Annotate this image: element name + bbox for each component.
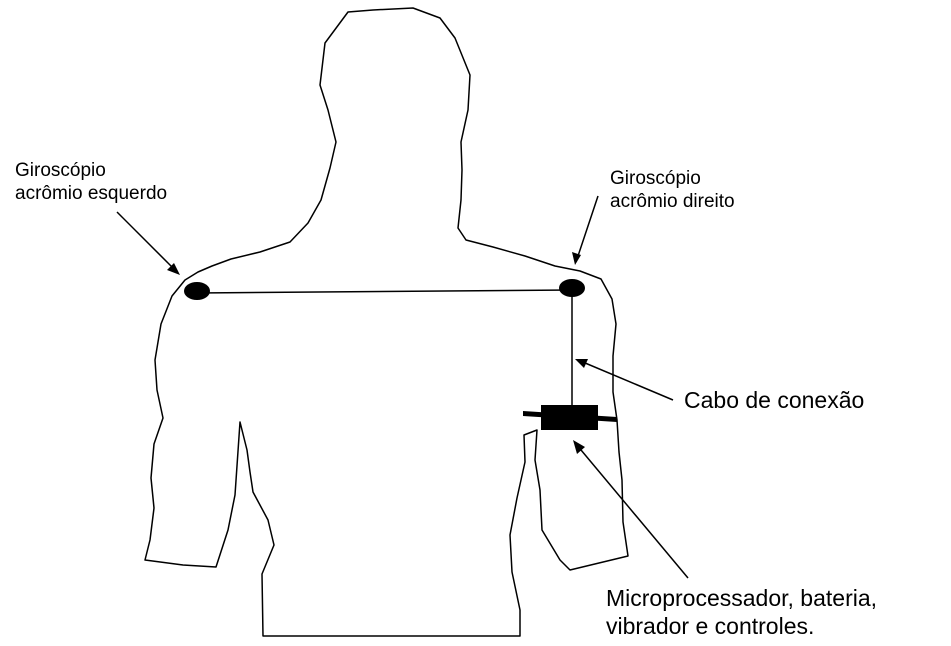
pointer-left-gyro (117, 212, 177, 272)
label-left-gyroscope-line2: acrômio esquerdo (15, 183, 167, 206)
torso-outline (145, 8, 628, 636)
label-microprocessor-line2: vibrador e controles. (606, 613, 877, 641)
label-right-gyroscope-line2: acrômio direito (610, 191, 735, 214)
label-connection-cable: Cabo de conexão (684, 387, 864, 415)
arrowhead-right-gyro (572, 252, 581, 265)
label-left-gyroscope: Giroscópio acrômio esquerdo (15, 160, 167, 206)
pointer-microprocessor (576, 444, 688, 578)
pointer-right-gyro (576, 196, 598, 262)
label-microprocessor: Microprocessador, bateria, vibrador e co… (606, 585, 877, 640)
label-right-gyroscope: Giroscópio acrômio direito (610, 168, 735, 214)
shoulder-connection-line (197, 290, 572, 293)
label-left-gyroscope-line1: Giroscópio (15, 160, 167, 183)
right-gyroscope (559, 279, 585, 297)
pointer-cable (578, 360, 673, 400)
label-microprocessor-line1: Microprocessador, bateria, (606, 585, 877, 613)
label-right-gyroscope-line1: Giroscópio (610, 168, 735, 191)
left-gyroscope (184, 282, 210, 300)
microprocessor-box (541, 405, 598, 430)
